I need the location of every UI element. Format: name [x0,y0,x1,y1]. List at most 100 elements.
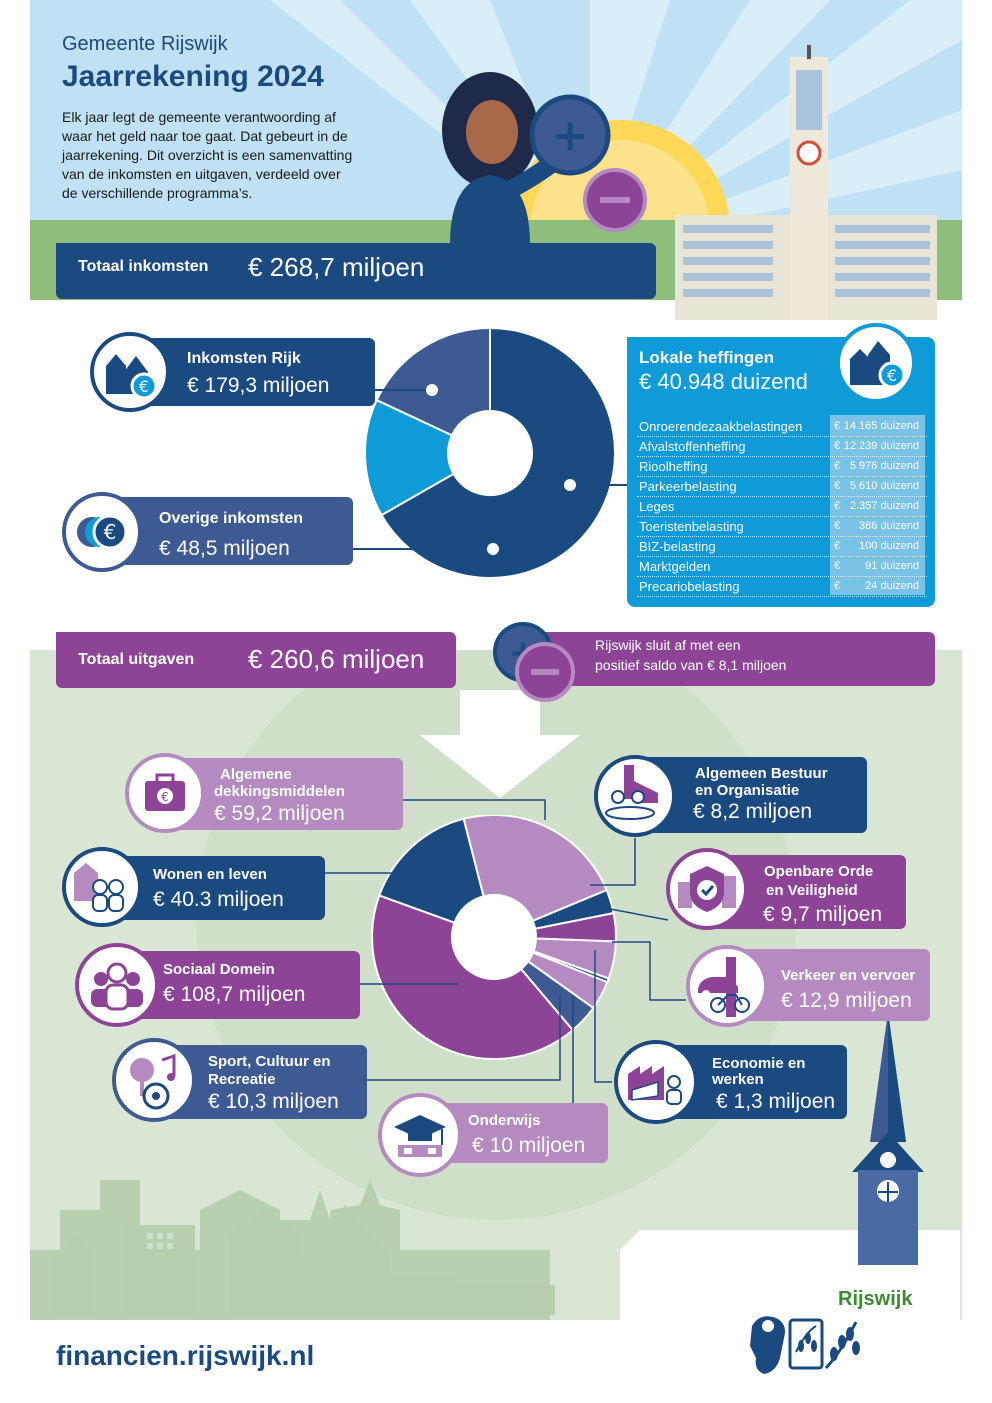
saldo-line-1: Rijswijk sluit af met een [595,637,741,653]
tax-row-name: Precariobelasting [639,579,740,594]
expense-bestuur-value: € 8,2 miljoen [693,800,813,823]
income-total-bar [56,243,656,299]
expense-dekking-value: € 59,2 miljoen [214,802,345,825]
pie-slice-inkomsten-rijk [380,326,614,579]
expense-orde-label-1: Openbare Orde [764,863,874,880]
expense-wonen-value: € 40.3 miljoen [153,888,284,911]
church-tower-illustration [852,1012,924,1265]
expense-dekking-card [170,758,403,830]
page-title: Jaarrekening 2024 [62,60,324,93]
donut-hole [448,411,532,495]
footer-brand: Rijswijk [838,1288,913,1310]
expense-sport-label-2: Recreatie [208,1071,276,1088]
tax-row-currency: € [834,560,841,572]
expense-wonen-label: Wonen en leven [153,866,267,883]
tax-row: Onroerendezaakbelastingen €14.165 duizend [637,417,927,437]
expense-total-label: Totaal uitgaven [78,651,195,668]
local-taxes-value-column [830,415,925,595]
tax-row-value: 24 duizend [865,580,919,592]
tax-row: Marktgelden €91 duizend [637,557,927,577]
tax-row-name: Rioolheffing [639,459,708,474]
expense-verkeer-value: € 12,9 miljoen [781,989,912,1012]
income-rijk-icon-circle: € [90,332,170,412]
income-donut-chart [366,326,614,579]
tax-row-currency: € [834,460,841,472]
tax-row: Rioolheffing €5.976 duizend [637,457,927,477]
income-connectors [353,384,630,555]
factory-worker-icon [628,1066,682,1105]
woman-illustration: + [442,72,647,245]
tax-row-currency: € [834,580,841,592]
expense-sport-icon-circle [112,1038,196,1122]
people-group-icon [91,962,143,1011]
skyline-shapes [55,1205,555,1315]
footer-url[interactable]: financien.rijswijk.nl [56,1340,315,1371]
tax-row-name: Marktgelden [639,559,711,574]
expense-orde-icon-circle [666,848,748,930]
tax-row-value: 5.976 duizend [849,460,919,472]
tax-row-value: 5.610 duizend [849,480,919,492]
expense-total-value: € 260,6 miljoen [248,644,425,674]
tax-row: Leges€2.357 duizend [637,497,927,517]
tax-row: Toeristenbelasting€386 duizend [637,517,927,537]
expense-wonen-icon-circle [62,847,142,927]
header-subtitle: Gemeente Rijswijk [62,33,228,55]
tax-row-value: 14.165 duizend [843,420,919,432]
expense-onderwijs-icon-circle [378,1093,462,1177]
header-intro: Elk jaar legt de gemeente verantwoording… [62,108,352,203]
svg-text:€: € [161,790,169,804]
houses-euro-icon: € [850,341,906,389]
family-house-icon [74,863,124,912]
expense-verkeer-icon-circle [686,945,768,1027]
tree-music-ball-icon [130,1053,176,1110]
town-hall-illustration [675,45,937,320]
expense-bestuur-icon-circle [594,755,676,837]
town-hall-people-icon [605,765,658,820]
intro-line: van de inkomsten en uitgaven, verdeeld o… [62,166,341,182]
rijswijk-coat-of-arms-logo [750,1316,860,1374]
expense-total-bar [56,632,456,688]
expense-dekking-label-2: dekkingsmiddelen [214,783,345,800]
tax-row-name: Parkeerbelasting [639,479,737,494]
income-rijk-label: Inkomsten Rijk [187,350,301,367]
car-bicycle-icon [698,957,750,1017]
tax-row-value: 100 duizend [859,540,919,552]
income-overig-label: Overige inkomsten [159,510,304,527]
down-arrow [420,690,580,798]
local-taxes-table: Onroerendezaakbelastingen €14.165 duizend… [637,417,927,597]
tax-row-name: Onroerendezaakbelastingen [639,419,803,434]
income-rijk-card [135,338,375,406]
income-total-label: Totaal inkomsten [78,258,209,275]
tax-row: Precariobelasting €24 duizend [637,577,927,597]
expense-sport-label-1: Sport, Cultuur en [208,1053,331,1070]
intro-line: de verschillende programma’s. [62,185,253,201]
tax-row-currency: € [834,480,841,492]
expense-onderwijs-label: Onderwijs [468,1112,541,1129]
tax-row: Afvalstoffenheffing€12.239 duizend [637,437,927,457]
tax-row-value: 12.239 duizend [843,440,919,452]
expense-verkeer-label: Verkeer en vervoer [781,967,916,984]
expense-orde-label-2: en Veiligheid [766,882,858,899]
church-euro-icon: € [106,354,158,400]
local-taxes-value: € 40.948 duizend [639,369,808,394]
graduation-cap-icon [394,1115,446,1157]
intro-line: jaarrekening. Dit overzicht is een samen… [62,147,353,163]
coins-euro-icon: € [77,514,128,550]
income-rijk-value: € 179,3 miljoen [187,374,330,397]
tax-row-currency: € [834,420,841,432]
intro-line: Elk jaar legt de gemeente verantwoording… [62,109,336,125]
income-overig-icon-circle: € [62,492,142,572]
expense-economie-icon-circle [614,1040,698,1124]
income-overig-card [108,497,353,565]
expense-sociaal-card [120,951,360,1019]
tax-row: Parkeerbelasting €5.610 duizend [637,477,927,497]
tax-row-currency: € [834,500,841,512]
svg-text:+: + [552,110,589,161]
saldo-line-2: positief saldo van € 8,1 miljoen [595,657,787,673]
tax-row: BIZ-belasting€100 duizend [637,537,927,557]
income-overig-value: € 48,5 miljoen [159,537,290,560]
tax-row-currency: € [834,540,841,552]
tax-row-value: 91 duizend [865,560,919,572]
tax-row-value: 2.357 duizend [849,500,919,512]
expense-sociaal-label: Sociaal Domein [163,961,275,978]
